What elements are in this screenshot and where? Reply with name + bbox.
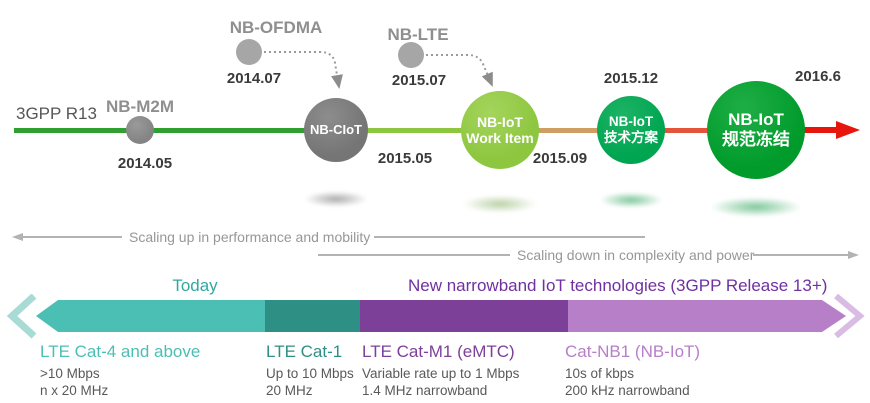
milestone-workitem-circle: NB-IoT Work Item: [461, 91, 539, 169]
band-segment-lte-cat1: [265, 300, 360, 332]
milestone-ofdma-label: NB-OFDMA: [229, 18, 323, 37]
scaling-up-arrow-left-icon: [12, 233, 23, 241]
scaling-down-line-right: [753, 254, 848, 256]
timeline-segment-tan: [502, 128, 632, 133]
band-left-point: [36, 300, 58, 332]
tech-detail-lte-cat1-rate: Up to 10 Mbps: [266, 366, 354, 381]
tech-detail-lte-catm1-bandwidth: 1.4 MHz narrowband: [362, 383, 488, 398]
tech-column-lte-cat4: LTE Cat-4 and above >10 Mbps n x 20 MHz: [40, 342, 200, 399]
milestone-m2m-label: NB-M2M: [106, 97, 174, 116]
tech-column-cat-nb1: Cat-NB1 (NB-IoT) 10s of kbps 200 kHz nar…: [565, 342, 700, 399]
milestone-lte-date: 2015.07: [391, 72, 447, 89]
freeze-reflection: [710, 197, 802, 217]
milestone-freeze-line2: 规范冻结: [722, 130, 790, 149]
tech-detail-cat-nb1-rate: 10s of kbps: [565, 366, 635, 381]
tech-detail-lte-catm1-rate: Variable rate up to 1 Mbps: [362, 366, 520, 381]
band-segment-lte-cat4: [58, 300, 265, 332]
tech-detail-lte-cat4-bandwidth: n x 20 MHz: [40, 383, 109, 398]
milestone-tech-circle: NB-IoT 技术方案: [597, 96, 665, 164]
timeline-segment-green: [14, 128, 340, 133]
milestone-ciot-text: NB-CIoT: [310, 121, 362, 137]
scaling-up-line-left: [22, 236, 122, 238]
scaling-down-label: Scaling down in complexity and power: [517, 247, 755, 263]
scaling-up-line-right: [374, 236, 645, 238]
milestone-ciot-circle: NB-CIoT: [304, 98, 368, 162]
band-segment-lte-catm1: [360, 300, 568, 332]
milestone-tech-date: 2015.12: [603, 70, 659, 87]
milestone-tech-line1: NB-IoT: [608, 114, 654, 130]
tech-title-cat-nb1: Cat-NB1 (NB-IoT): [565, 342, 701, 361]
milestone-m2m-dot: [126, 116, 154, 144]
milestone-freeze-circle: NB-IoT 规范冻结: [707, 81, 805, 179]
tech-reflection: [599, 192, 663, 208]
timeline-segment-light-green: [340, 128, 502, 133]
scaling-down-line-left: [318, 254, 510, 256]
milestone-workitem-line2: Work Item: [466, 130, 534, 146]
connector-ofdma-to-ciot-icon: [264, 51, 343, 89]
milestone-m2m-date: 2014.05: [117, 155, 173, 172]
scaling-down-arrow-right-icon: [848, 251, 859, 259]
milestone-lte-label: NB-LTE: [387, 25, 449, 44]
milestone-ciot-date: 2015.05: [377, 150, 433, 167]
milestone-workitem-date: 2015.09: [532, 150, 588, 167]
band-segment-cat-nb1: [568, 300, 822, 332]
milestone-ofdma-date: 2014.07: [226, 70, 282, 87]
band-left-chevron-icon: [6, 294, 37, 339]
milestone-freeze-date: 2016.6: [795, 68, 841, 85]
band-right-point: [822, 300, 846, 332]
ciot-reflection: [304, 191, 368, 207]
milestone-workitem-line1: NB-IoT: [477, 113, 523, 130]
tech-detail-cat-nb1-bandwidth: 200 kHz narrowband: [565, 383, 690, 398]
tech-column-lte-cat1: LTE Cat-1 Up to 10 Mbps 20 MHz: [266, 342, 354, 399]
tech-column-lte-catm1: LTE Cat-M1 (eMTC) Variable rate up to 1 …: [362, 342, 519, 399]
milestone-tech-line2: 技术方案: [604, 130, 658, 145]
milestone-lte-dot: [398, 42, 424, 68]
timeline-release-title: 3GPP R13: [16, 104, 97, 123]
milestone-freeze-line1: NB-IoT: [728, 110, 784, 130]
milestone-ofdma-dot: [236, 39, 262, 65]
tech-title-lte-cat1: LTE Cat-1: [266, 342, 343, 361]
tech-detail-lte-cat1-bandwidth: 20 MHz: [266, 383, 313, 398]
technology-band-bar: [6, 294, 865, 339]
scaling-up-label: Scaling up in performance and mobility: [129, 229, 371, 245]
workitem-reflection: [463, 195, 537, 213]
timeline-segment-orange: [632, 128, 757, 133]
tech-detail-lte-cat4-rate: >10 Mbps: [40, 366, 100, 381]
dotted-connector-arrows: [264, 51, 493, 89]
tech-title-lte-catm1: LTE Cat-M1 (eMTC): [362, 342, 515, 361]
new-narrowband-label: New narrowband IoT technologies (3GPP Re…: [408, 276, 828, 295]
connector-lte-to-workitem-icon: [426, 54, 493, 87]
tech-title-lte-cat4: LTE Cat-4 and above: [40, 342, 201, 361]
timeline-arrow-head-icon: [836, 121, 860, 139]
band-right-chevron-icon: [834, 294, 865, 339]
today-label: Today: [172, 276, 218, 295]
